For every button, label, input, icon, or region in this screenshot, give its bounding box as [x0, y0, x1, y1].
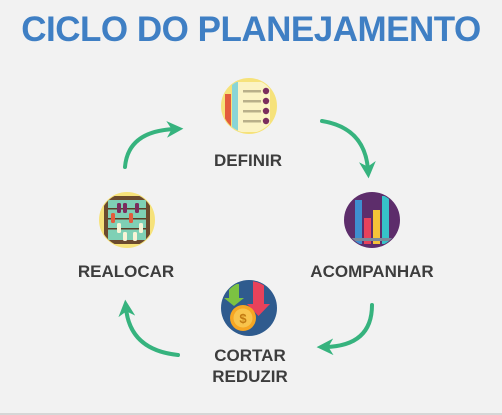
- step-label-realocar: REALOCAR: [77, 262, 175, 281]
- abacus-icon: [99, 192, 155, 248]
- step-label-definir: DEFINIR: [214, 151, 282, 170]
- step-label-acompanhar: ACOMPANHAR: [310, 262, 434, 281]
- arrow-cortar-to-realocar: [118, 299, 180, 357]
- step-label-reduzir: REDUZIR: [212, 367, 288, 386]
- money-cut-icon: $: [221, 280, 277, 336]
- arrow-acompanhar-to-cortar: [316, 303, 374, 356]
- arrow-definir-to-acompanhar: [320, 119, 376, 179]
- page-title: CICLO DO PLANEJAMENTO: [21, 10, 481, 49]
- step-label-cortar-reduzir: CORTAR REDUZIR: [190, 345, 310, 387]
- bottom-divider: [0, 413, 502, 415]
- svg-text:$: $: [239, 311, 247, 326]
- arrow-realocar-to-definir: [123, 120, 184, 169]
- step-label-cortar: CORTAR: [214, 346, 286, 365]
- checklist-icon: [221, 78, 277, 134]
- bar-chart-icon: [344, 192, 400, 248]
